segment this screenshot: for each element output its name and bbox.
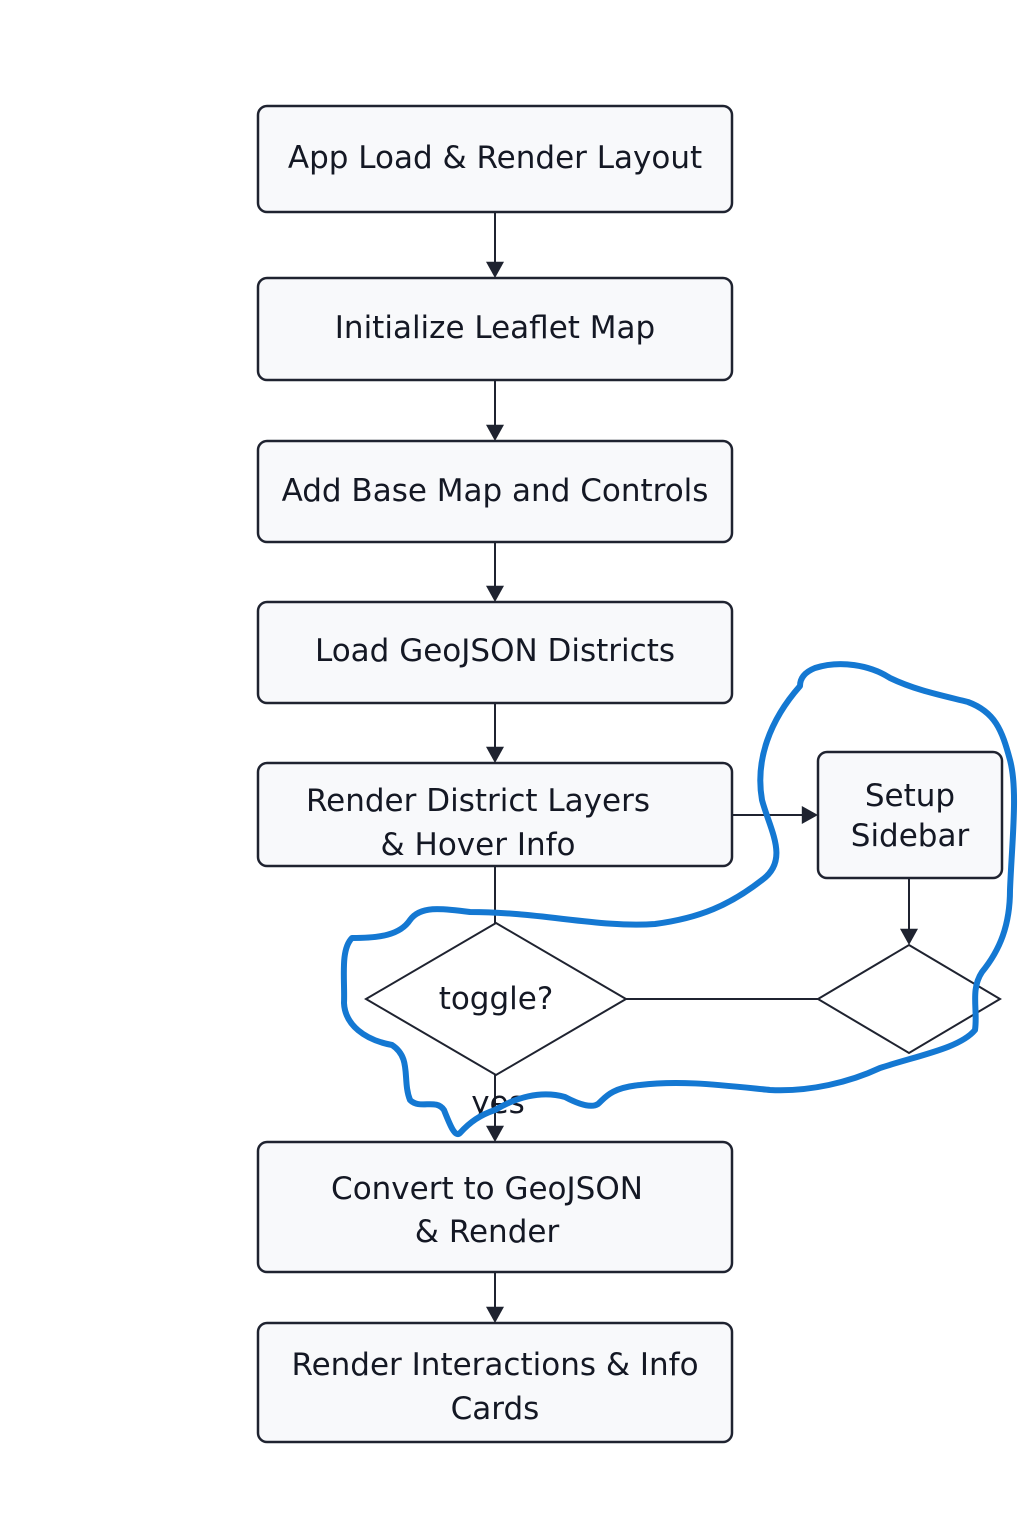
node-render-layers: Render District Layers & Hover Info [256,761,734,868]
node-label: Render District Layers [306,783,650,819]
edge-setup-sidebar-to-sidebar-decision [900,878,918,945]
node-convert: Convert to GeoJSON & Render [256,1140,734,1274]
node-label: Sidebar [851,818,970,854]
hand-drawn-annotation-loop [340,661,1018,1138]
node-label: Render Interactions & Info [291,1347,698,1383]
node-label: Initialize Leaflet Map [335,310,655,346]
node-label: & Render [415,1214,560,1250]
decision-diamond [364,921,628,1077]
node-label: & Hover Info [381,827,576,863]
arrowhead [486,746,504,763]
edge-convert-to-interactions [486,1272,504,1323]
edge-load-geojson-to-render-layers [486,703,504,763]
edge-render-layers-to-setup-sidebar [732,806,818,824]
process-box [256,1321,734,1444]
node-label: Convert to GeoJSON [331,1171,643,1207]
edge-init-map-to-base-map [486,380,504,441]
process-box [256,1140,734,1274]
node-label: App Load & Render Layout [288,140,702,176]
node-load-geojson: Load GeoJSON Districts [256,600,734,705]
edges-layer: yes [471,212,918,1323]
node-toggle: toggle? [364,921,628,1077]
edge-base-map-to-load-geojson [486,542,504,602]
node-label: Setup [865,778,955,814]
node-base-map: Add Base Map and Controls [256,439,734,544]
arrowhead [900,928,918,945]
node-label: Add Base Map and Controls [282,473,709,509]
arrowhead [486,1306,504,1323]
node-label: Cards [451,1391,540,1427]
node-init-map: Initialize Leaflet Map [256,276,734,382]
node-label: Load GeoJSON Districts [315,633,675,669]
arrowhead [486,585,504,602]
node-app-load: App Load & Render Layout [256,104,734,214]
process-box [816,750,1004,880]
arrowhead [486,424,504,441]
process-box [256,104,734,214]
process-box [256,600,734,705]
arrowhead [486,261,504,278]
arrowhead [486,1125,504,1142]
process-box [256,439,734,544]
arrowhead [801,806,818,824]
node-label: toggle? [439,981,554,1017]
node-sidebar-decision [816,943,1002,1055]
process-box [256,276,734,382]
process-box [256,761,734,868]
decision-diamond [816,943,1002,1055]
edge-app-load-to-init-map [486,212,504,278]
